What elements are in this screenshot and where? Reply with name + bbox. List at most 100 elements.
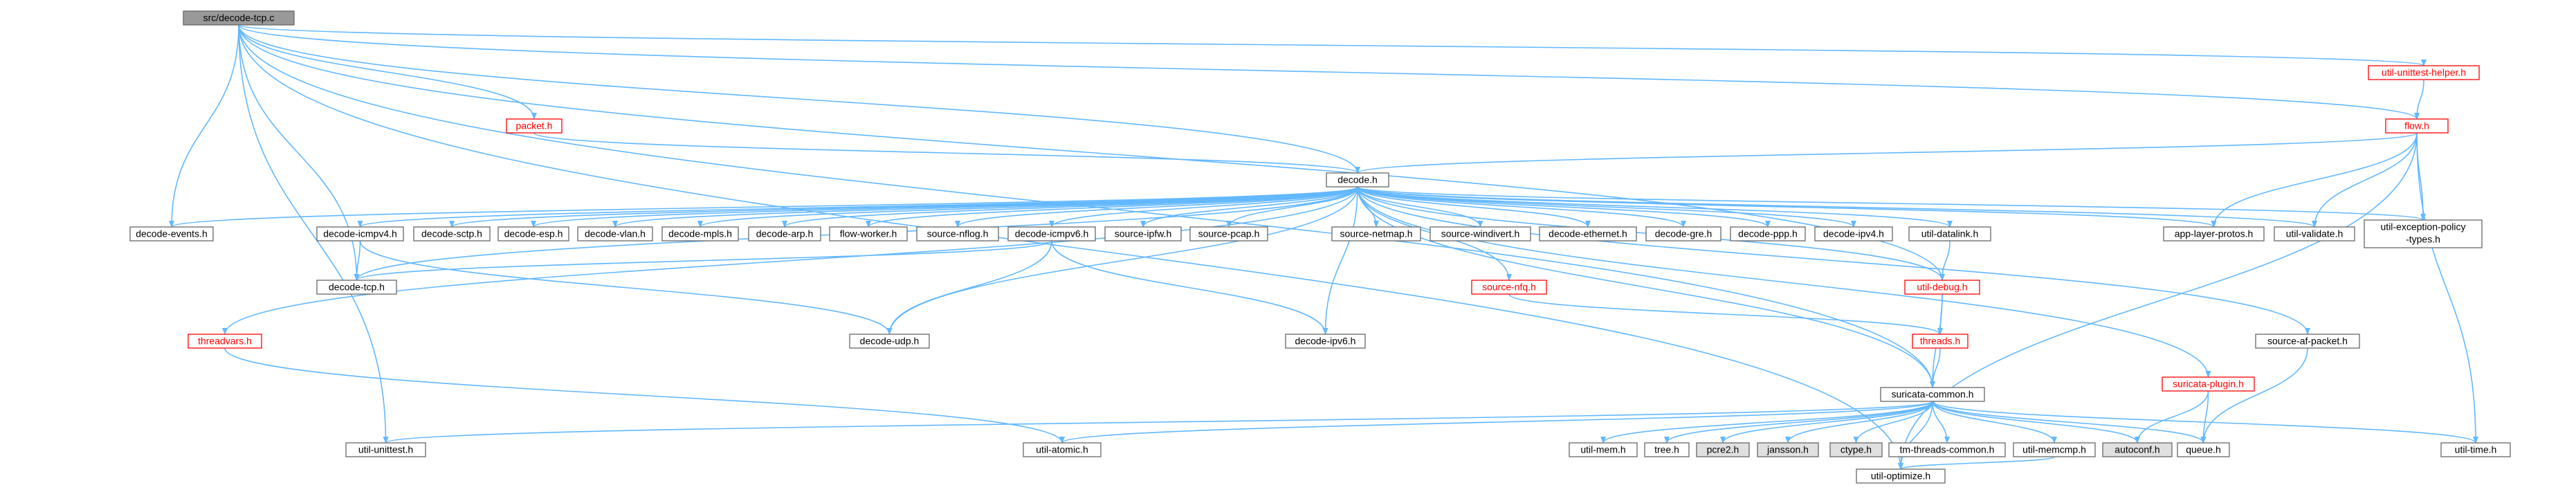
node-app-layer-protos[interactable]: app-layer-protos.h [2163,226,2265,242]
node-decode-ppp[interactable]: decode-ppp.h [1730,226,1806,242]
node-decode[interactable]: decode.h [1326,172,1389,188]
node-util-memcmp-box [2013,442,2096,457]
node-flow-worker-label: flow-worker.h [840,228,897,239]
node-source-nfq[interactable]: source-nfq.h [1471,280,1547,295]
edge-decode-to-decode-ipv6 [1322,186,1358,335]
edge-decode-to-suricata-plugin [1357,186,2211,378]
node-decode-tcp-box [316,280,397,295]
node-decode-udp[interactable]: decode-udp.h [849,334,930,349]
edge-suricata-plugin-to-autoconf [2135,390,2209,444]
edge-decode-to-util-datalink [1357,186,1953,228]
node-util-mem-label: util-mem.h [1580,444,1625,455]
node-decode-icmpv4-box [316,226,404,242]
node-flow-worker[interactable]: flow-worker.h [829,226,908,242]
node-util-mem[interactable]: util-mem.h [1569,442,1638,457]
node-source-ipfw[interactable]: source-ipfw.h [1104,226,1182,242]
edge-suricata-common-to-util-unittest [383,401,1933,444]
node-source-af-packet[interactable]: source-af-packet.h [2255,334,2360,349]
edge-decode-to-source-windivert [1357,186,1483,228]
node-util-unittest-helper[interactable]: util-unittest-helper.h [2368,65,2480,80]
edge-suricata-common-to-tree [1664,401,1933,444]
edge-decode-icmpv6-to-decode-ipv6 [1051,240,1328,335]
edge-util-memcmp-to-util-optimize [1898,456,2055,470]
node-decode-esp[interactable]: decode-esp.h [497,226,569,242]
edge-packet-to-decode [533,132,1360,174]
node-util-unittest-helper-label: util-unittest-helper.h [2382,67,2466,78]
node-threadvars[interactable]: threadvars.h [188,334,262,349]
edge-root-to-util-debug [238,24,1945,281]
node-decode-vlan[interactable]: decode-vlan.h [577,226,653,242]
node-decode-icmpv4-label: decode-icmpv4.h [323,228,397,239]
node-decode-sctp[interactable]: decode-sctp.h [413,226,491,242]
edge-decode-to-util-exception-policy-types [1357,186,2426,221]
node-decode-icmpv6[interactable]: decode-icmpv6.h [1007,226,1096,242]
node-autoconf-label: autoconf.h [2114,444,2159,455]
node-util-exception-policy-types-label-line2: -types.h [2406,234,2440,245]
node-source-nflog-box [916,226,999,242]
node-decode-mpls-box [661,226,739,242]
node-util-datalink[interactable]: util-datalink.h [1908,226,1991,242]
node-decode-ipv6[interactable]: decode-ipv6.h [1285,334,1366,349]
edge-root-to-decode-events [169,24,239,228]
node-source-netmap-box [1331,226,1421,242]
node-util-time[interactable]: util-time.h [2440,442,2511,457]
node-util-validate[interactable]: util-validate.h [2274,226,2355,242]
node-decode-esp-label: decode-esp.h [504,228,563,239]
node-suricata-plugin[interactable]: suricata-plugin.h [2162,376,2255,392]
edge-suricata-plugin-to-queue [2200,390,2209,444]
edge-decode-to-decode-arp [782,186,1358,228]
node-decode-ipv6-box [1285,334,1366,349]
node-util-memcmp[interactable]: util-memcmp.h [2013,442,2096,457]
node-util-atomic[interactable]: util-atomic.h [1023,442,1102,457]
edge-util-datalink-to-util-debug [1939,240,1951,281]
edge-decode-to-flow-worker [866,186,1358,228]
node-tm-threads-common[interactable]: tm-threads-common.h [1888,442,2006,457]
node-decode-ipv4-box [1814,226,1893,242]
node-decode-events-label: decode-events.h [136,228,208,239]
node-util-atomic-label: util-atomic.h [1036,444,1088,455]
edge-flow-to-decode [1355,132,2418,174]
node-decode-icmpv4[interactable]: decode-icmpv4.h [316,226,404,242]
node-decode-mpls[interactable]: decode-mpls.h [661,226,739,242]
node-util-unittest[interactable]: util-unittest.h [345,442,426,457]
edge-suricata-common-to-jansson [1785,401,1933,444]
node-threads-box [1912,334,1968,349]
node-util-exception-policy-types[interactable]: util-exception-policy-types.h [2364,219,2483,248]
node-util-exception-policy-types-box [2364,219,2483,248]
node-decode-mpls-label: decode-mpls.h [668,228,732,239]
node-threads[interactable]: threads.h [1912,334,1968,349]
node-source-nflog[interactable]: source-nflog.h [916,226,999,242]
node-source-netmap-label: source-netmap.h [1340,228,1412,239]
edge-decode-icmpv6-to-decode-udp [886,240,1052,335]
edge-decode-to-suricata-common [1357,186,1935,388]
node-util-optimize-box [1856,468,1946,484]
node-root-label: src/decode-tcp.c [203,12,275,24]
node-decode-events[interactable]: decode-events.h [129,226,214,242]
node-pcre2: pcre2.h [1696,442,1750,457]
node-source-pcap[interactable]: source-pcap.h [1189,226,1268,242]
node-decode-arp[interactable]: decode-arp.h [748,226,821,242]
node-decode-gre[interactable]: decode-gre.h [1645,226,1721,242]
node-autoconf-box [2102,442,2173,457]
node-decode-ipv4[interactable]: decode-ipv4.h [1814,226,1893,242]
node-source-windivert[interactable]: source-windivert.h [1429,226,1531,242]
node-source-nfq-box [1471,280,1547,295]
node-autoconf: autoconf.h [2102,442,2173,457]
edge-decode-to-decode-udp [886,186,1358,335]
node-decode-icmpv6-box [1007,226,1096,242]
node-queue[interactable]: queue.h [2177,442,2230,457]
node-suricata-common[interactable]: suricata-common.h [1880,387,1985,402]
node-util-atomic-box [1023,442,1102,457]
node-decode-sctp-box [413,226,491,242]
node-decode-ethernet[interactable]: decode-ethernet.h [1539,226,1637,242]
node-flow[interactable]: flow.h [2385,118,2449,134]
node-root-box [183,10,295,26]
node-decode-tcp[interactable]: decode-tcp.h [316,280,397,295]
node-source-netmap[interactable]: source-netmap.h [1331,226,1421,242]
node-decode-arp-box [748,226,821,242]
edge-root-to-decode [238,24,1360,174]
node-tree[interactable]: tree.h [1644,442,1690,457]
node-packet[interactable]: packet.h [506,118,563,134]
node-util-debug[interactable]: util-debug.h [1904,280,1980,295]
node-util-optimize[interactable]: util-optimize.h [1856,468,1946,484]
